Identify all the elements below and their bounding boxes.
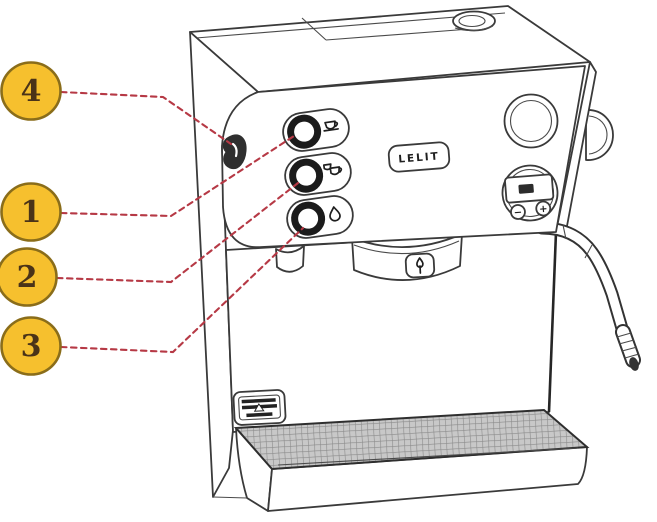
water-drop-icon [329, 206, 341, 222]
drip-tray [212, 408, 590, 512]
callout-4: 4 [0, 61, 62, 121]
lcc-display: − + [501, 164, 559, 222]
brand-logo-text: LELIT [398, 150, 440, 165]
leader-lines [55, 90, 305, 354]
callout-1-number: 1 [21, 195, 42, 230]
brand-logo: LELIT [387, 141, 451, 173]
callout-1: 1 [0, 182, 62, 242]
pressure-gauge [503, 93, 559, 149]
callout-3-number: 3 [21, 329, 42, 364]
leader-line-callout-1 [59, 134, 296, 218]
single-cup-icon [323, 120, 339, 132]
callouts: 4 1 2 3 [0, 61, 62, 376]
callout-4-number: 4 [21, 74, 42, 109]
display-minus-button: − [510, 204, 526, 220]
water-tank-cap [452, 10, 496, 32]
double-cup-icon [322, 163, 343, 176]
steam-knob [585, 109, 614, 161]
hot-water-spout [275, 245, 305, 273]
minus-label: − [513, 207, 522, 219]
display-readout [518, 183, 534, 194]
front-right-edge [547, 231, 558, 413]
spec-label [232, 389, 287, 426]
drip-tray-left-cap [235, 427, 273, 512]
single-shot-brew-button [282, 108, 350, 152]
machine-body [189, 5, 641, 512]
drip-tray-grate [233, 408, 590, 471]
steam-wand [535, 221, 641, 371]
double-shot-brew-button [284, 152, 352, 196]
leader-line-callout-3 [59, 226, 305, 354]
display-plus-button: + [535, 200, 552, 217]
drip-tray-front [267, 446, 588, 512]
callout-3: 3 [0, 316, 62, 376]
leader-line-callout-4 [59, 90, 233, 146]
callout-2: 2 [0, 247, 58, 307]
leader-line-callout-2 [55, 181, 300, 284]
plus-label: + [539, 204, 548, 216]
group-head [351, 233, 463, 281]
steam-wand-tip [615, 324, 641, 371]
group-head-badge-icon [416, 257, 424, 274]
callout-2-number: 2 [17, 260, 38, 295]
